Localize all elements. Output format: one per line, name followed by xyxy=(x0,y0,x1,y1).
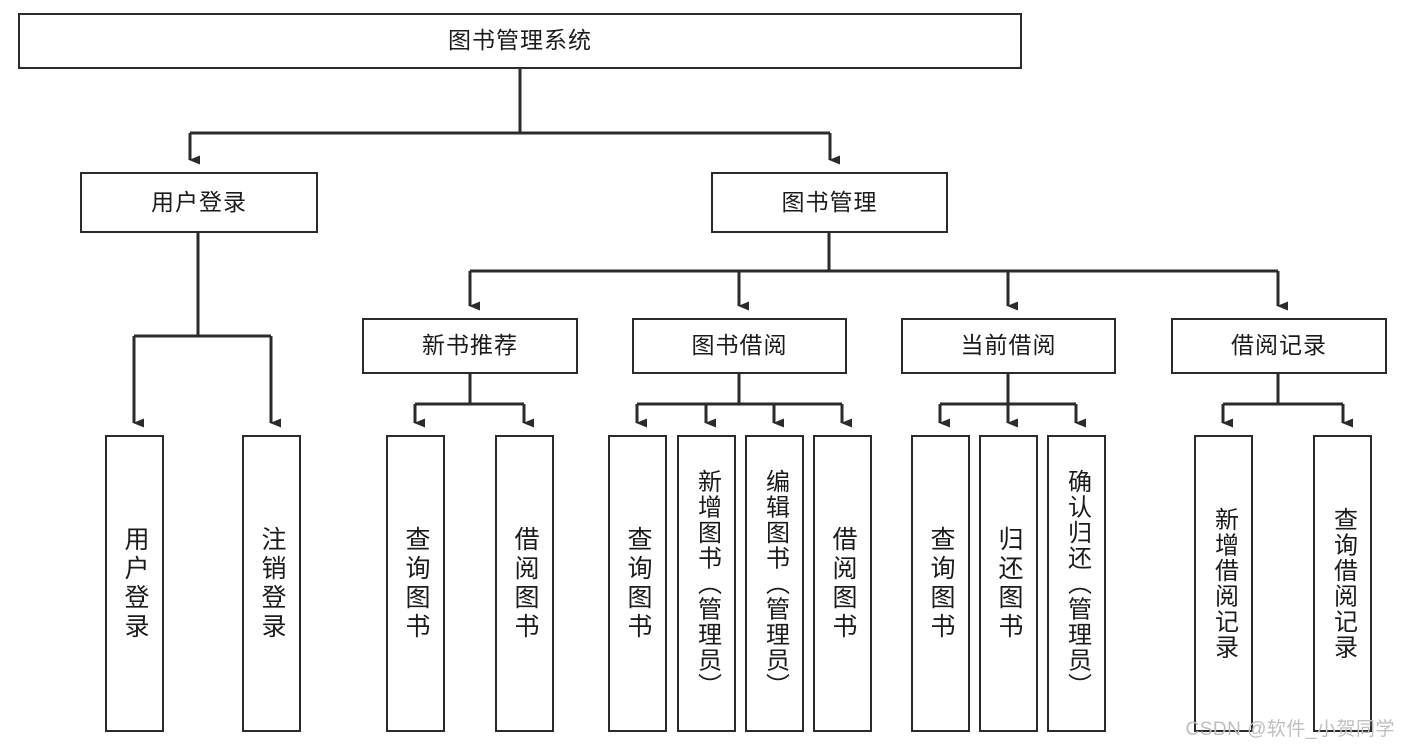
leaf-return-book[interactable]: 归还图书 xyxy=(979,435,1038,732)
leaf-borrow-book-1[interactable]: 借阅图书 xyxy=(495,435,554,732)
node-book-manage-label: 图书管理 xyxy=(781,188,878,215)
node-root[interactable]: 图书管理系统 xyxy=(18,13,1022,69)
leaf-borrow-book-2[interactable]: 借阅图书 xyxy=(813,435,872,732)
leaf-edit-book[interactable]: 编辑图书（管理员） xyxy=(745,435,804,732)
node-borrow-record[interactable]: 借阅记录 xyxy=(1171,318,1387,374)
leaf-add-book-label: 新增图书（管理员） xyxy=(693,468,721,699)
watermark-text: CSDN @软件_小贺同学 xyxy=(1185,719,1395,740)
node-new-book-recommend[interactable]: 新书推荐 xyxy=(362,318,578,374)
leaf-query-book-1[interactable]: 查询图书 xyxy=(386,435,445,732)
leaf-logout-login-label: 注销登录 xyxy=(258,525,286,642)
leaf-return-book-label: 归还图书 xyxy=(995,525,1023,642)
leaf-query-book-2[interactable]: 查询图书 xyxy=(608,435,667,732)
leaf-query-record[interactable]: 查询借阅记录 xyxy=(1313,435,1372,732)
leaf-edit-book-label: 编辑图书（管理员） xyxy=(761,468,789,699)
node-current-borrow-label: 当前借阅 xyxy=(960,332,1057,359)
leaf-add-record-label: 新增借阅记录 xyxy=(1210,507,1238,660)
node-borrow-record-label: 借阅记录 xyxy=(1231,332,1327,359)
leaf-confirm-return-label: 确认归还（管理员） xyxy=(1063,468,1091,699)
leaf-query-book-3-label: 查询图书 xyxy=(927,525,955,642)
leaf-add-record[interactable]: 新增借阅记录 xyxy=(1194,435,1253,732)
node-user-login-label: 用户登录 xyxy=(151,188,247,215)
leaf-borrow-book-1-label: 借阅图书 xyxy=(511,525,539,642)
leaf-borrow-book-2-label: 借阅图书 xyxy=(829,525,857,642)
node-root-label: 图书管理系统 xyxy=(448,27,592,54)
leaf-query-record-label: 查询借阅记录 xyxy=(1329,507,1357,660)
leaf-query-book-3[interactable]: 查询图书 xyxy=(911,435,970,732)
node-book-borrow[interactable]: 图书借阅 xyxy=(632,318,847,374)
leaf-query-book-2-label: 查询图书 xyxy=(624,525,652,642)
node-new-book-recommend-label: 新书推荐 xyxy=(422,332,518,359)
leaf-confirm-return[interactable]: 确认归还（管理员） xyxy=(1047,435,1106,732)
leaf-add-book[interactable]: 新增图书（管理员） xyxy=(677,435,736,732)
node-book-borrow-label: 图书借阅 xyxy=(691,332,788,359)
node-book-manage[interactable]: 图书管理 xyxy=(711,172,948,233)
leaf-logout-login[interactable]: 注销登录 xyxy=(242,435,301,732)
leaf-query-book-1-label: 查询图书 xyxy=(402,525,430,642)
leaf-user-login[interactable]: 用户登录 xyxy=(105,435,164,732)
node-user-login[interactable]: 用户登录 xyxy=(80,172,318,233)
node-current-borrow[interactable]: 当前借阅 xyxy=(901,318,1116,374)
leaf-user-login-label: 用户登录 xyxy=(121,525,149,642)
